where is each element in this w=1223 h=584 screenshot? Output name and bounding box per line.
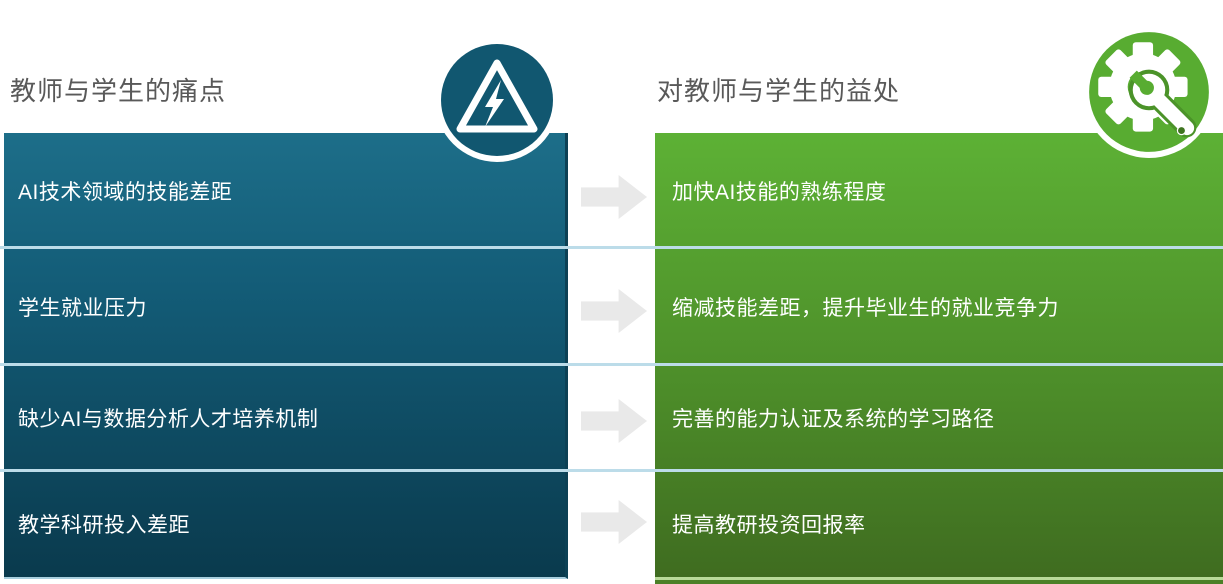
benefit-label: 提高教研投资回报率 — [672, 514, 866, 537]
right-arrow-icon — [581, 289, 647, 333]
benefit-label: 加快AI技能的熟练程度 — [672, 180, 887, 204]
pain-column-title: 教师与学生的痛点 — [10, 76, 227, 106]
right-arrow-icon — [581, 500, 647, 544]
row-divider — [0, 363, 1223, 366]
pain-point-row: 学生就业压力 — [4, 248, 565, 365]
right-arrow-icon — [581, 175, 647, 219]
gear-wrench-icon — [1081, 25, 1217, 161]
pain-point-row: 缺少AI与数据分析人才培养机制 — [4, 365, 565, 471]
pain-point-label: 学生就业压力 — [18, 296, 147, 320]
pain-point-row: 教学科研投入差距 — [4, 471, 565, 577]
benefit-column-title: 对教师与学生的益处 — [657, 76, 901, 106]
row-divider — [0, 469, 1223, 472]
row-divider — [0, 246, 1223, 249]
pain-point-label: 缺少AI与数据分析人才培养机制 — [18, 408, 319, 431]
pain-point-label: AI技术领域的技能差距 — [18, 180, 233, 204]
pain-points-column: AI技术领域的技能差距 学生就业压力 缺少AI与数据分析人才培养机制 教学科研投… — [4, 133, 568, 579]
benefit-row: 加快AI技能的熟练程度 — [655, 133, 1223, 248]
benefit-label: 缩减技能差距，提升毕业生的就业竞争力 — [672, 296, 1059, 320]
benefit-row: 提高教研投资回报率 — [655, 471, 1223, 577]
pain-point-label: 教学科研投入差距 — [18, 514, 190, 537]
benefit-row: 完善的能力认证及系统的学习路径 — [655, 365, 1223, 471]
right-arrow-icon — [581, 399, 647, 443]
benefit-label: 完善的能力认证及系统的学习路径 — [672, 408, 995, 431]
pain-point-row: AI技术领域的技能差距 — [4, 133, 565, 248]
hazard-warning-icon — [434, 37, 560, 163]
benefits-column: 加快AI技能的熟练程度 缩减技能差距，提升毕业生的就业竞争力 完善的能力认证及系… — [655, 133, 1223, 584]
benefit-row: 缩减技能差距，提升毕业生的就业竞争力 — [655, 248, 1223, 365]
